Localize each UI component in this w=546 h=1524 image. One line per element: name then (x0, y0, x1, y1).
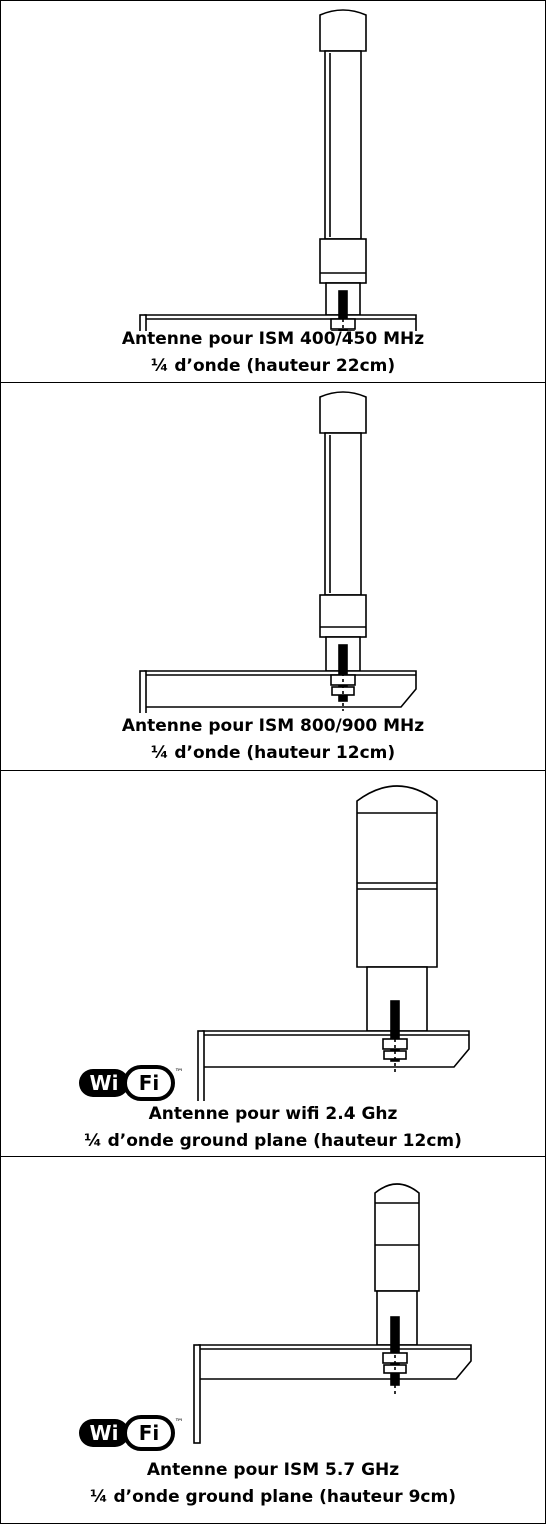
mounting-bracket (144, 670, 417, 708)
caption-line-2: ¼ d’onde ground plane (hauteur 12cm) (84, 1131, 462, 1151)
wifi-logo-wi-text: Wi (90, 1421, 119, 1445)
ground-plane-radome (374, 1183, 420, 1292)
caption-ism-5-7: Antenne pour ISM 5.7 GHz ¼ d’onde ground… (1, 1457, 545, 1511)
bracket-leg (193, 1344, 201, 1444)
base-sleeve (319, 238, 367, 284)
panel-ism-5-7: Wi Fi ™ Antenne pour ISM 5.7 GHz ¼ d’ond… (1, 1157, 545, 1523)
wifi-logo-fi-text: Fi (139, 1421, 160, 1445)
caption-line-1: Antenne pour wifi 2.4 Ghz (148, 1104, 398, 1124)
bracket-leg (139, 314, 147, 331)
antenna-diagram-wifi-2-4 (197, 785, 470, 1101)
caption-ism-400-450: Antenne pour ISM 400/450 MHz ¼ d’onde (h… (1, 326, 545, 380)
threaded-stud (390, 1000, 400, 1062)
radome-cap (319, 391, 367, 434)
wifi-logo-fi-text: Fi (139, 1071, 160, 1095)
antenna-diagram-ism-5-7 (193, 1183, 472, 1444)
base-sleeve (319, 594, 367, 638)
panel-ism-800-900: Antenne pour ISM 800/900 MHz ¼ d’onde (h… (1, 383, 545, 771)
wifi-logo: Wi Fi ™ (71, 1059, 189, 1103)
caption-line-1: Antenne pour ISM 800/900 MHz (121, 716, 425, 736)
wifi-logo-tm: ™ (175, 1418, 184, 1428)
mounting-bracket (198, 1344, 472, 1380)
antenna-diagram-ism-800-900 (139, 391, 417, 713)
wifi-logo-fi-badge (123, 1415, 175, 1451)
caption-ism-800-900: Antenne pour ISM 800/900 MHz ¼ d’onde (h… (1, 713, 545, 767)
wifi-logo-wi-badge (79, 1069, 129, 1097)
ground-plane-radome (356, 785, 438, 968)
wifi-logo-wi-badge (79, 1419, 129, 1447)
caption-line-2: ¼ d’onde (hauteur 22cm) (150, 356, 396, 376)
caption-wifi-2-4: Antenne pour wifi 2.4 Ghz ¼ d’onde groun… (1, 1101, 545, 1155)
whip-mast (324, 50, 362, 240)
bracket-leg (197, 1030, 205, 1101)
wifi-logo: Wi Fi ™ (71, 1409, 189, 1453)
caption-line-2: ¼ d’onde ground plane (hauteur 9cm) (90, 1487, 456, 1507)
caption-line-2: ¼ d’onde (hauteur 12cm) (150, 743, 396, 763)
panel-wifi-2-4: Wi Fi ™ Antenne pour wifi 2.4 Ghz ¼ d’on… (1, 771, 545, 1157)
wifi-logo-wi-text: Wi (90, 1071, 119, 1095)
caption-line-1: Antenne pour ISM 400/450 MHz (121, 329, 425, 349)
panel-ism-400-450: Antenne pour ISM 400/450 MHz ¼ d’onde (h… (1, 1, 545, 383)
radome-cap (319, 9, 367, 52)
wifi-logo-fi-badge (123, 1065, 175, 1101)
wifi-logo-tm: ™ (175, 1068, 184, 1078)
bracket-leg (139, 670, 147, 713)
caption-line-1: Antenne pour ISM 5.7 GHz (146, 1460, 400, 1480)
mounting-bracket (202, 1030, 470, 1068)
antenna-diagram-ism-400-450 (139, 9, 417, 331)
